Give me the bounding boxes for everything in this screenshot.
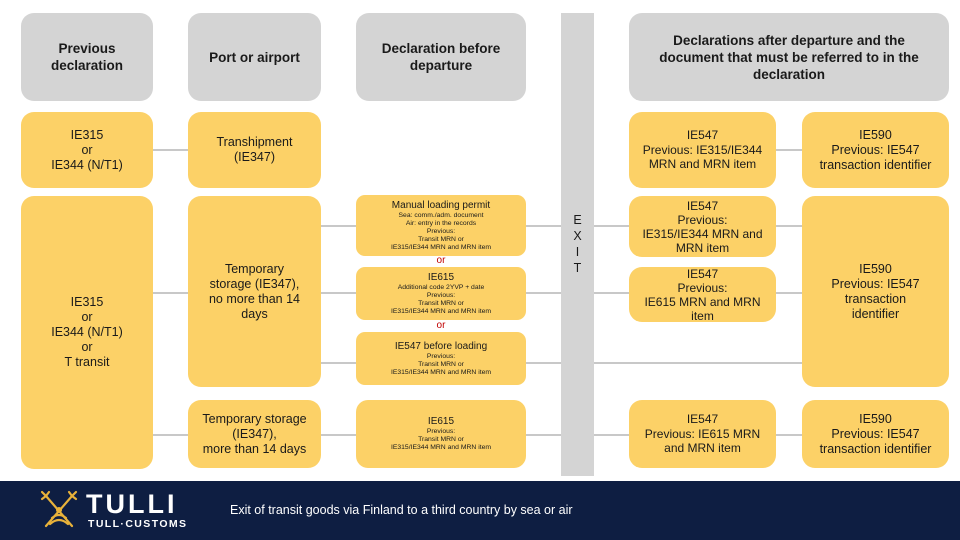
box-line: IE547: [686, 198, 719, 213]
row1-previous-declaration-box: IE315 or IE344 (N/T1): [21, 112, 153, 188]
box-line: Air: entry in the records: [405, 219, 477, 227]
box-line: Previous:: [677, 212, 728, 227]
brand-logo-subtext: TULL·CUSTOMS: [88, 518, 188, 530]
or-separator: or: [436, 255, 446, 266]
box-line: Transhipment: [216, 135, 293, 149]
box-line: Previous: IE615 MRN: [644, 426, 761, 441]
row2-ie547-previous-ie615-box: IE547 Previous: IE615 MRN and MRN item: [629, 267, 776, 322]
box-line: item: [691, 308, 714, 323]
tulli-emblem-icon: [40, 490, 78, 528]
box-line: transaction: [844, 291, 907, 306]
box-line: MRN item: [675, 240, 730, 255]
row3-temporary-storage-box: Temporary storage (IE347), more than 14 …: [188, 400, 321, 468]
row2-temporary-storage-box: Temporary storage (IE347), no more than …: [188, 196, 321, 387]
header-declarations-after-departure: Declarations after departure and the doc…: [629, 13, 949, 101]
box-line: Previous:: [426, 227, 456, 235]
header-declaration-before-departure: Declaration before departure: [356, 13, 526, 101]
box-line: IE315/IE344 MRN and MRN item: [390, 444, 492, 451]
box-line: IE615 MRN and MRN: [644, 294, 761, 309]
box-line: or: [81, 340, 93, 354]
box-line: Previous: IE547: [831, 276, 920, 291]
box-line: Temporary storage: [202, 411, 307, 426]
box-line: IE315/IE344 MRN and MRN item: [390, 243, 492, 251]
exit-letter: E: [573, 213, 582, 227]
box-line: IE344 (N/T1): [51, 325, 123, 339]
row2-previous-declaration-box: IE315 or IE344 (N/T1) or T transit: [21, 196, 153, 469]
box-line: storage (IE347),: [209, 276, 300, 291]
box-line: Transit MRN or: [418, 360, 464, 368]
row2-ie547-previous-ie315-box: IE547 Previous: IE315/IE344 MRN and MRN …: [629, 196, 776, 257]
brand-logo-text: TULLI: [86, 489, 178, 519]
box-line: Previous:: [677, 280, 728, 295]
row1-ie547-box: IE547 Previous: IE315/IE344 MRN and MRN …: [629, 112, 776, 188]
box-line: Transit MRN or: [418, 299, 464, 307]
box-line: IE590: [859, 127, 892, 142]
or-separator: or: [436, 320, 446, 331]
footer-bar: [0, 481, 960, 540]
header-declaration-before-departure-text: Declaration before departure: [381, 41, 501, 73]
exit-bar: [561, 13, 594, 476]
box-line: Additional code 2YVP + date: [397, 283, 485, 291]
box-line: and MRN item: [664, 441, 741, 456]
box-line: IE315/IE344 MRN and: [642, 226, 763, 241]
box-line: Transit MRN or: [418, 235, 464, 243]
box-line: IE547: [686, 412, 719, 427]
box-line: T transit: [64, 355, 110, 369]
box-line: IE315/IE344 MRN and MRN item: [390, 307, 492, 315]
box-line: Previous:: [426, 291, 456, 299]
box-line: Previous: IE547: [831, 142, 920, 157]
box-line: Sea: comm./adm. document: [398, 211, 484, 219]
box-line: Previous:: [426, 428, 456, 435]
box-line: more than 14 days: [202, 441, 307, 456]
header-previous-declaration: Previous declaration: [21, 13, 153, 101]
exit-letter: X: [573, 229, 582, 243]
box-line: transaction identifier: [819, 441, 932, 456]
slide-title: Exit of transit goods via Finland to a t…: [230, 503, 573, 517]
box-line: IE590: [859, 261, 892, 276]
box-line: no more than 14: [208, 291, 301, 306]
box-line: IE315/IE344 MRN and MRN item: [390, 368, 492, 376]
box-line: IE547: [686, 267, 719, 281]
box-line: MRN and MRN item: [648, 157, 757, 172]
box-line: (IE347): [234, 150, 275, 164]
box-line: Previous: IE315/IE344: [642, 142, 763, 157]
box-line: days: [241, 306, 268, 321]
box-line: IE344 (N/T1): [51, 157, 123, 172]
box-line: Temporary: [224, 261, 285, 276]
exit-letter: T: [573, 261, 582, 275]
box-line: (IE347),: [232, 426, 277, 441]
box-title: IE547 before loading: [394, 340, 488, 352]
box-line: Previous:: [426, 352, 456, 360]
box-line: IE547: [686, 128, 719, 143]
header-port-or-airport-text: Port or airport: [209, 49, 300, 65]
box-line: or: [81, 310, 93, 324]
row2-ie590-box: IE590 Previous: IE547 transaction identi…: [802, 196, 949, 387]
box-line: or: [81, 142, 93, 157]
box-line: identifier: [851, 306, 900, 321]
box-line: Transit MRN or: [418, 436, 464, 443]
row3-ie615-box: IE615 Previous: Transit MRN or IE315/IE3…: [356, 400, 526, 468]
box-line: IE315: [70, 127, 104, 142]
box-title: IE615: [427, 416, 455, 427]
box-line: Previous: IE547: [831, 426, 920, 441]
row2-ie547-before-loading-box: IE547 before loading Previous: Transit M…: [356, 332, 526, 385]
box-line: IE315: [70, 295, 104, 309]
header-declarations-after-departure-text: Declarations after departure and the doc…: [659, 32, 919, 82]
row2-ie615-box: IE615 Additional code 2YVP + date Previo…: [356, 267, 526, 320]
row1-ie590-box: IE590 Previous: IE547 transaction identi…: [802, 112, 949, 188]
row3-ie547-box: IE547 Previous: IE615 MRN and MRN item: [629, 400, 776, 468]
box-line: IE590: [859, 411, 892, 426]
exit-label: E X I T: [561, 212, 594, 276]
row1-transhipment-box: Transhipment (IE347): [188, 112, 321, 188]
box-line: transaction identifier: [819, 157, 932, 172]
box-title: IE615: [427, 271, 455, 283]
row2-manual-loading-permit-box: Manual loading permit Sea: comm./adm. do…: [356, 195, 526, 256]
header-port-or-airport: Port or airport: [188, 13, 321, 101]
header-previous-declaration-text: Previous declaration: [50, 41, 124, 73]
box-title: Manual loading permit: [391, 199, 491, 211]
row3-ie590-box: IE590 Previous: IE547 transaction identi…: [802, 400, 949, 468]
exit-letter: I: [575, 245, 580, 259]
